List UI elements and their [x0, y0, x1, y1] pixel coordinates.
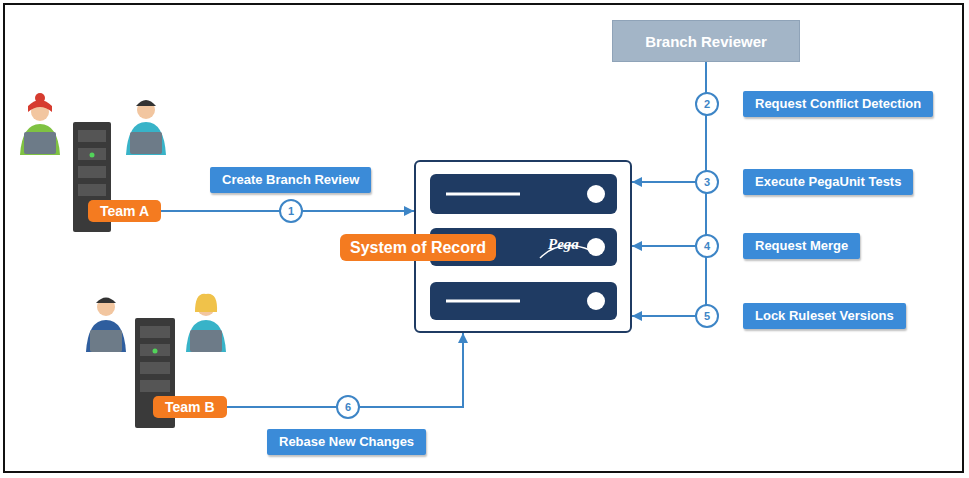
node-text: Team B — [165, 399, 215, 415]
step-label: Rebase New Changes — [267, 429, 426, 455]
person-icon — [20, 93, 60, 155]
step-label: Request Conflict Detection — [743, 91, 933, 117]
step-label: Request Merge — [743, 233, 860, 259]
step-label: Lock Ruleset Versions — [743, 303, 906, 329]
team-label: Team B — [153, 396, 227, 418]
team-label: Team A — [88, 200, 161, 222]
person-icon — [86, 298, 126, 353]
node-text: Branch Reviewer — [645, 33, 767, 50]
node-text: Execute PegaUnit Tests — [755, 174, 901, 189]
callout-number: 6 — [336, 395, 360, 419]
server-box: System of Record — [414, 160, 632, 333]
callout-number: 4 — [695, 234, 719, 258]
person-icon — [186, 294, 226, 352]
frame-border — [4, 4, 963, 472]
node-text: Request Conflict Detection — [755, 96, 921, 111]
node-text: Rebase New Changes — [279, 434, 414, 449]
reviewer-box: Branch Reviewer — [612, 20, 800, 62]
callout-number: 2 — [695, 92, 719, 116]
logo-text: Pega — [548, 236, 579, 253]
node-text: Create Branch Review — [222, 172, 359, 187]
node-text: System of Record — [340, 234, 496, 261]
node-text: Lock Ruleset Versions — [755, 308, 894, 323]
person-icon — [126, 100, 166, 155]
step-label: Execute PegaUnit Tests — [743, 169, 913, 195]
callout-number: 3 — [695, 170, 719, 194]
callout-number: 5 — [695, 304, 719, 328]
node-text: Request Merge — [755, 238, 848, 253]
step-label: Create Branch Review — [210, 167, 371, 193]
callout-number: 1 — [279, 199, 303, 223]
node-text: Team A — [100, 203, 149, 219]
